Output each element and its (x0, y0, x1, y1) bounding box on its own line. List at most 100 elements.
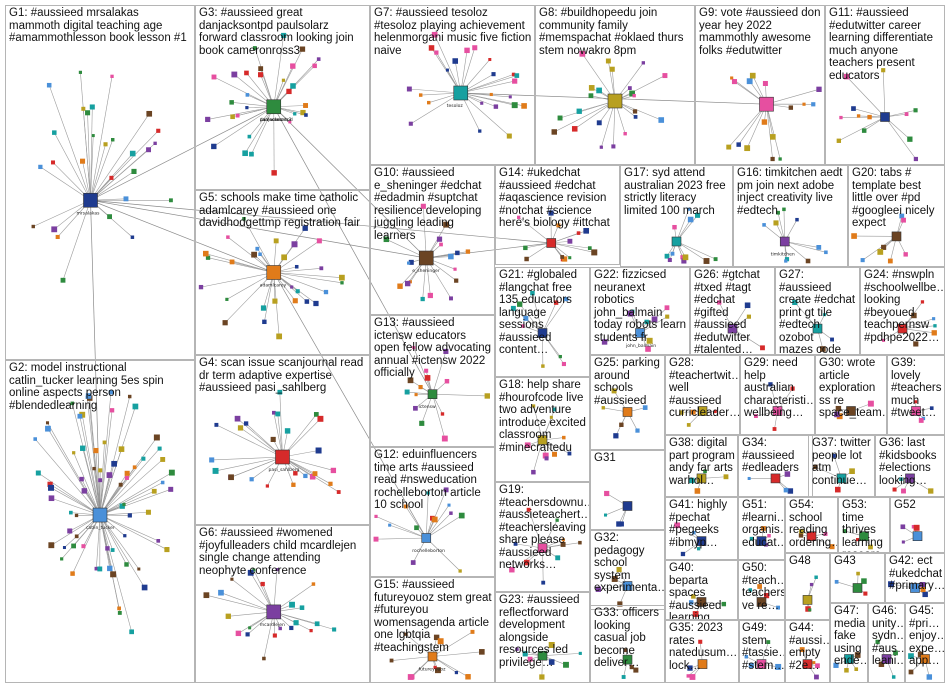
vertex[interactable] (736, 142, 741, 147)
vertex[interactable] (244, 70, 249, 76)
vertex[interactable] (523, 559, 530, 566)
vertex[interactable] (153, 434, 160, 441)
vertex[interactable] (787, 488, 794, 494)
vertex[interactable] (527, 656, 533, 662)
hub-vertex[interactable] (421, 533, 432, 543)
vertex[interactable] (74, 513, 79, 518)
vertex[interactable] (692, 530, 696, 535)
vertex[interactable] (627, 86, 632, 90)
vertex[interactable] (48, 495, 55, 502)
vertex[interactable] (439, 242, 443, 247)
vertex[interactable] (665, 314, 670, 319)
vertex[interactable] (918, 418, 924, 423)
hub-vertex[interactable] (897, 323, 908, 334)
vertex[interactable] (156, 128, 161, 133)
vertex[interactable] (524, 442, 531, 449)
vertex[interactable] (552, 451, 558, 457)
vertex[interactable] (908, 653, 914, 659)
vertex[interactable] (205, 255, 211, 260)
vertex[interactable] (271, 170, 277, 176)
vertex[interactable] (834, 411, 840, 418)
hub-vertex[interactable] (607, 93, 623, 109)
vertex[interactable] (293, 112, 297, 116)
vertex[interactable] (319, 266, 324, 271)
hub-vertex[interactable] (756, 597, 767, 607)
vertex[interactable] (102, 440, 107, 445)
vertex[interactable] (784, 257, 790, 262)
vertex[interactable] (168, 469, 175, 476)
vertex[interactable] (454, 670, 459, 675)
vertex[interactable] (513, 541, 518, 546)
hub-vertex[interactable] (671, 236, 682, 247)
vertex[interactable] (761, 526, 766, 531)
vertex[interactable] (98, 468, 103, 473)
hub-vertex[interactable] (697, 406, 708, 416)
vertex[interactable] (510, 305, 516, 311)
vertex[interactable] (85, 110, 91, 116)
vertex[interactable] (131, 168, 137, 174)
vertex[interactable] (218, 589, 224, 596)
vertex[interactable] (508, 95, 512, 99)
vertex[interactable] (596, 87, 602, 94)
vertex[interactable] (258, 66, 264, 72)
vertex[interactable] (252, 568, 256, 572)
vertex[interactable] (245, 93, 250, 97)
hub-vertex[interactable] (546, 238, 557, 248)
vertex[interactable] (588, 85, 595, 91)
vertex[interactable] (744, 145, 751, 152)
vertex[interactable] (265, 484, 269, 488)
vertex[interactable] (458, 512, 465, 519)
vertex[interactable] (80, 445, 86, 451)
vertex[interactable] (105, 546, 110, 551)
vertex[interactable] (157, 446, 162, 451)
vertex[interactable] (479, 649, 485, 655)
hub-vertex[interactable] (881, 654, 892, 664)
vertex[interactable] (611, 575, 618, 582)
vertex[interactable] (903, 252, 908, 257)
vertex[interactable] (452, 58, 459, 64)
vertex[interactable] (433, 665, 437, 670)
vertex[interactable] (294, 264, 299, 269)
vertex[interactable] (235, 630, 242, 637)
vertex[interactable] (444, 378, 450, 384)
vertex[interactable] (863, 591, 868, 596)
vertex[interactable] (514, 73, 520, 78)
vertex[interactable] (798, 533, 804, 538)
vertex[interactable] (414, 525, 419, 531)
hub-vertex[interactable] (759, 96, 774, 112)
vertex[interactable] (47, 481, 53, 487)
vertex[interactable] (867, 114, 872, 120)
vertex[interactable] (443, 487, 449, 493)
vertex[interactable] (748, 588, 753, 592)
vertex[interactable] (242, 217, 246, 221)
vertex[interactable] (443, 221, 449, 228)
vertex[interactable] (749, 72, 756, 79)
vertex[interactable] (617, 601, 623, 607)
hub-vertex[interactable] (779, 236, 790, 247)
vertex[interactable] (70, 571, 75, 576)
vertex[interactable] (427, 292, 433, 299)
vertex[interactable] (562, 435, 566, 440)
vertex[interactable] (770, 134, 776, 140)
vertex[interactable] (680, 551, 686, 557)
vertex[interactable] (60, 557, 64, 561)
vertex[interactable] (289, 625, 294, 631)
vertex[interactable] (523, 315, 529, 321)
vertex[interactable] (542, 452, 549, 459)
vertex[interactable] (548, 659, 555, 665)
vertex[interactable] (31, 224, 35, 229)
vertex[interactable] (292, 298, 298, 304)
vertex[interactable] (688, 600, 694, 605)
vertex[interactable] (309, 628, 313, 633)
vertex[interactable] (691, 594, 696, 599)
vertex[interactable] (89, 104, 95, 110)
vertex[interactable] (330, 467, 337, 474)
vertex[interactable] (107, 565, 113, 572)
vertex[interactable] (695, 212, 701, 218)
vertex[interactable] (746, 314, 751, 319)
vertex[interactable] (110, 571, 117, 578)
vertex[interactable] (290, 285, 294, 289)
vertex[interactable] (757, 584, 763, 589)
vertex[interactable] (123, 196, 129, 202)
vertex[interactable] (856, 538, 860, 542)
